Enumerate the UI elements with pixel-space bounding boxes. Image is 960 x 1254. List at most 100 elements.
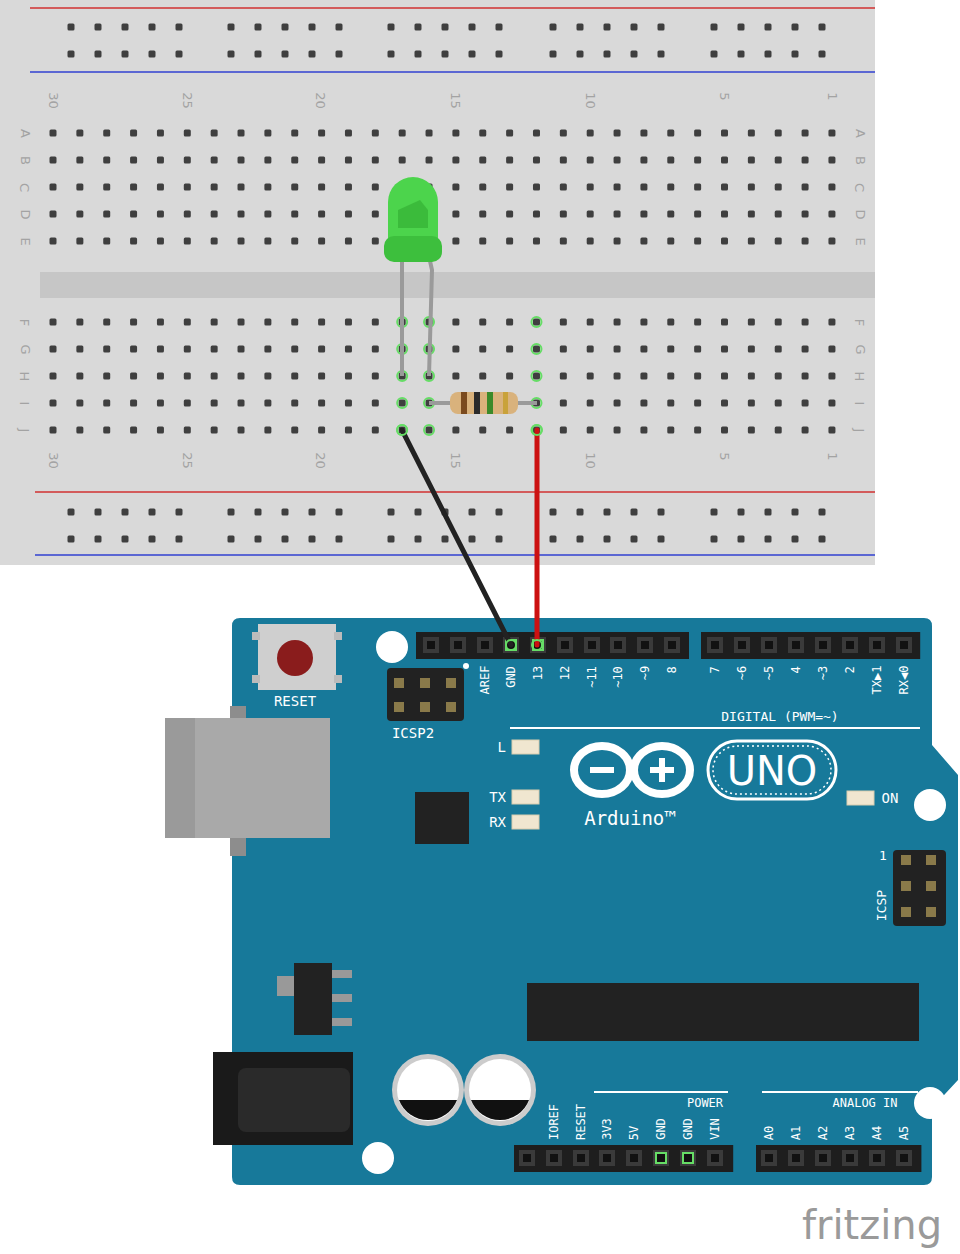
header-socket <box>846 641 854 649</box>
breadboard-hole <box>372 400 379 407</box>
breadboard-hole <box>828 238 835 245</box>
breadboard-hole <box>479 184 486 191</box>
breadboard-hole <box>587 427 594 434</box>
rail-hole <box>711 536 718 543</box>
breadboard-hole <box>157 157 164 164</box>
rail-hole <box>149 51 156 58</box>
header-pin <box>707 637 723 653</box>
rail-hole <box>176 509 183 516</box>
rail-hole <box>95 51 102 58</box>
breadboard-hole <box>721 319 728 326</box>
header-pin <box>584 637 600 653</box>
breadboard-hole <box>560 157 567 164</box>
rail-hole <box>442 24 449 31</box>
breadboard-hole <box>694 427 701 434</box>
header-pin <box>788 1150 804 1166</box>
header-pin <box>610 637 626 653</box>
breadboard-hole <box>157 130 164 137</box>
row-letter: G <box>853 344 866 354</box>
rail-hole <box>228 536 235 543</box>
regulator-leg <box>330 1018 352 1026</box>
breadboard-hole <box>828 346 835 353</box>
rail-hole <box>631 51 638 58</box>
breadboard-hole <box>533 157 540 164</box>
breadboard-hole <box>291 211 298 218</box>
breadboard-hole <box>157 211 164 218</box>
breadboard-hole <box>506 427 513 434</box>
pin-label: 13 <box>532 666 544 680</box>
breadboard-hole <box>506 130 513 137</box>
breadboard-hole <box>640 400 647 407</box>
header-pin <box>896 637 912 653</box>
breadboard-hole <box>775 427 782 434</box>
rail-hole <box>68 509 75 516</box>
rail-hole <box>631 24 638 31</box>
header-strip <box>416 632 689 659</box>
breadboard-hole <box>291 373 298 380</box>
breadboard-hole <box>76 346 83 353</box>
breadboard-hole <box>238 211 245 218</box>
breadboard-hole <box>748 130 755 137</box>
breadboard-hole <box>614 211 621 218</box>
breadboard-hole <box>291 238 298 245</box>
breadboard-hole <box>372 346 379 353</box>
header-socket <box>454 641 462 649</box>
breadboard-hole <box>238 184 245 191</box>
led-leg <box>428 252 432 376</box>
mounting-hole <box>376 631 408 663</box>
breadboard-hole <box>345 184 352 191</box>
breadboard-hole <box>533 373 540 380</box>
breadboard-hole <box>506 211 513 218</box>
header-title: POWER <box>687 1097 723 1109</box>
breadboard-hole <box>50 211 57 218</box>
rail-hole <box>658 24 665 31</box>
led-rim <box>384 236 442 262</box>
breadboard-hole <box>345 130 352 137</box>
header-pin <box>707 1150 723 1166</box>
column-number: 10 <box>583 92 596 109</box>
breadboard-hole <box>775 400 782 407</box>
breadboard-hole <box>667 319 674 326</box>
power-jack-barrel <box>238 1068 350 1132</box>
breadboard-hole <box>399 130 406 137</box>
breadboard-hole <box>748 319 755 326</box>
on-led <box>847 791 874 805</box>
breadboard-hole <box>50 427 57 434</box>
capacitor <box>392 1054 464 1126</box>
breadboard-hole <box>533 346 540 353</box>
breadboard-hole <box>184 211 191 218</box>
breadboard-hole <box>399 400 406 407</box>
rail-hole <box>792 509 799 516</box>
breadboard-hole <box>103 211 110 218</box>
rail-hole <box>658 536 665 543</box>
breadboard-hole <box>479 319 486 326</box>
breadboard-hole <box>828 400 835 407</box>
breadboard-hole <box>694 157 701 164</box>
breadboard-hole <box>506 184 513 191</box>
breadboard-hole <box>211 427 218 434</box>
breadboard-hole <box>238 238 245 245</box>
reset-button-leg <box>334 675 342 683</box>
breadboard-hole <box>775 238 782 245</box>
breadboard-hole <box>587 211 594 218</box>
breadboard-hole <box>721 346 728 353</box>
breadboard-hole <box>211 157 218 164</box>
breadboard-hole <box>479 238 486 245</box>
breadboard-hole <box>533 211 540 218</box>
breadboard-hole <box>130 238 137 245</box>
rail-hole <box>577 536 584 543</box>
breadboard-hole <box>130 211 137 218</box>
breadboard-hole <box>667 184 674 191</box>
breadboard-hole <box>157 427 164 434</box>
reset-button-leg <box>252 675 260 683</box>
rail-hole <box>68 51 75 58</box>
breadboard-hole <box>157 238 164 245</box>
breadboard-hole <box>479 427 486 434</box>
breadboard-hole <box>667 157 674 164</box>
breadboard-hole <box>238 157 245 164</box>
ground-rail-line <box>30 71 875 73</box>
rail-hole <box>469 509 476 516</box>
led-label: L <box>498 740 506 754</box>
header-pin <box>815 1150 831 1166</box>
